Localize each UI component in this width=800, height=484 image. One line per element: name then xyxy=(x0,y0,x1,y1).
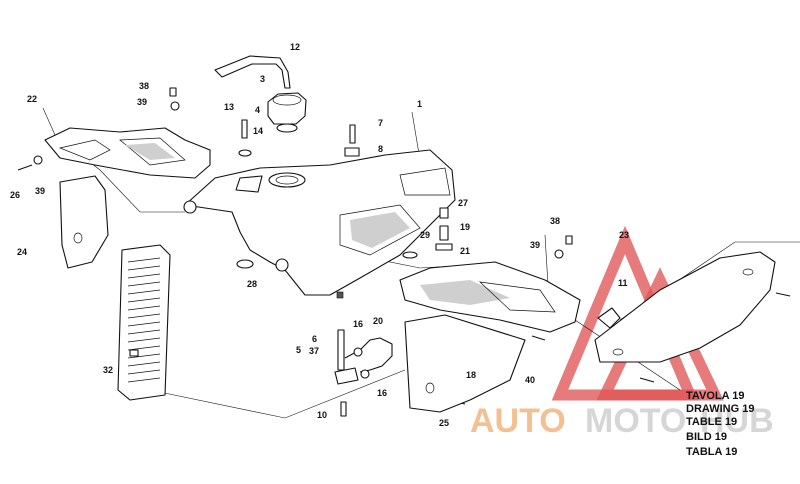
title-line: TABLE 19 xyxy=(686,416,737,428)
callout: 4 xyxy=(255,105,260,115)
callout: 38 xyxy=(550,216,560,226)
callout: 38 xyxy=(139,81,149,91)
title-line: TABLA 19 xyxy=(686,446,737,458)
callout: 27 xyxy=(458,198,468,208)
right-upper-shroud xyxy=(399,261,581,333)
callout: 39 xyxy=(530,240,540,250)
callout: 3 xyxy=(260,74,265,84)
clip-11 xyxy=(597,307,621,329)
watermark-text: AUTO MOTO HUB xyxy=(470,402,774,440)
callout-labels: 1 3 4 5 6 7 8 10 11 12 13 14 16 16 18 19… xyxy=(10,42,629,428)
callout: 22 xyxy=(27,94,37,104)
left-side-panel xyxy=(59,175,109,269)
callout: 7 xyxy=(378,118,383,128)
fuel-cap-assembly xyxy=(214,55,307,133)
callout: 23 xyxy=(619,230,629,240)
callout: 16 xyxy=(353,319,363,329)
callout: 6 xyxy=(312,334,317,344)
callout: 28 xyxy=(247,279,257,289)
title-block: TAVOLA 19 DRAWING 19 TABLE 19 BILD 19 TA… xyxy=(686,390,754,458)
watermark-part-2: MOTO xyxy=(585,402,686,440)
callout: 37 xyxy=(309,346,319,356)
callout: 19 xyxy=(460,222,470,232)
left-upper-shroud xyxy=(44,127,211,179)
radiator xyxy=(117,244,171,401)
callout: 13 xyxy=(224,102,234,112)
callout: 21 xyxy=(460,246,470,256)
callout: 12 xyxy=(290,42,300,52)
watermark-part-1: AUTO xyxy=(470,402,566,440)
callout: 25 xyxy=(439,418,449,428)
callout: 24 xyxy=(17,247,27,257)
callout: 26 xyxy=(10,190,20,200)
right-decal-panel xyxy=(594,251,776,363)
callout: 14 xyxy=(253,126,263,136)
fasteners xyxy=(17,87,791,417)
title-line: BILD 19 xyxy=(686,431,727,443)
callout: 1 xyxy=(417,99,422,109)
callout: 18 xyxy=(466,370,476,380)
callout: 5 xyxy=(296,345,301,355)
watermark-part-3: HUB xyxy=(700,402,774,440)
callout: 40 xyxy=(525,375,535,385)
callout: 39 xyxy=(137,97,147,107)
callout: 11 xyxy=(618,278,628,288)
callout: 10 xyxy=(317,410,327,420)
callout: 16 xyxy=(377,388,387,398)
callout: 32 xyxy=(103,365,113,375)
callout: 39 xyxy=(35,186,45,196)
right-side-panel xyxy=(404,314,526,413)
fuel-tank xyxy=(183,149,456,299)
callout: 20 xyxy=(373,316,383,326)
fuel-tap-and-hose xyxy=(334,329,393,385)
callout: 8 xyxy=(378,144,383,154)
title-line: DRAWING 19 xyxy=(686,403,754,415)
callout: 29 xyxy=(420,230,430,240)
title-line: TAVOLA 19 xyxy=(686,390,744,402)
